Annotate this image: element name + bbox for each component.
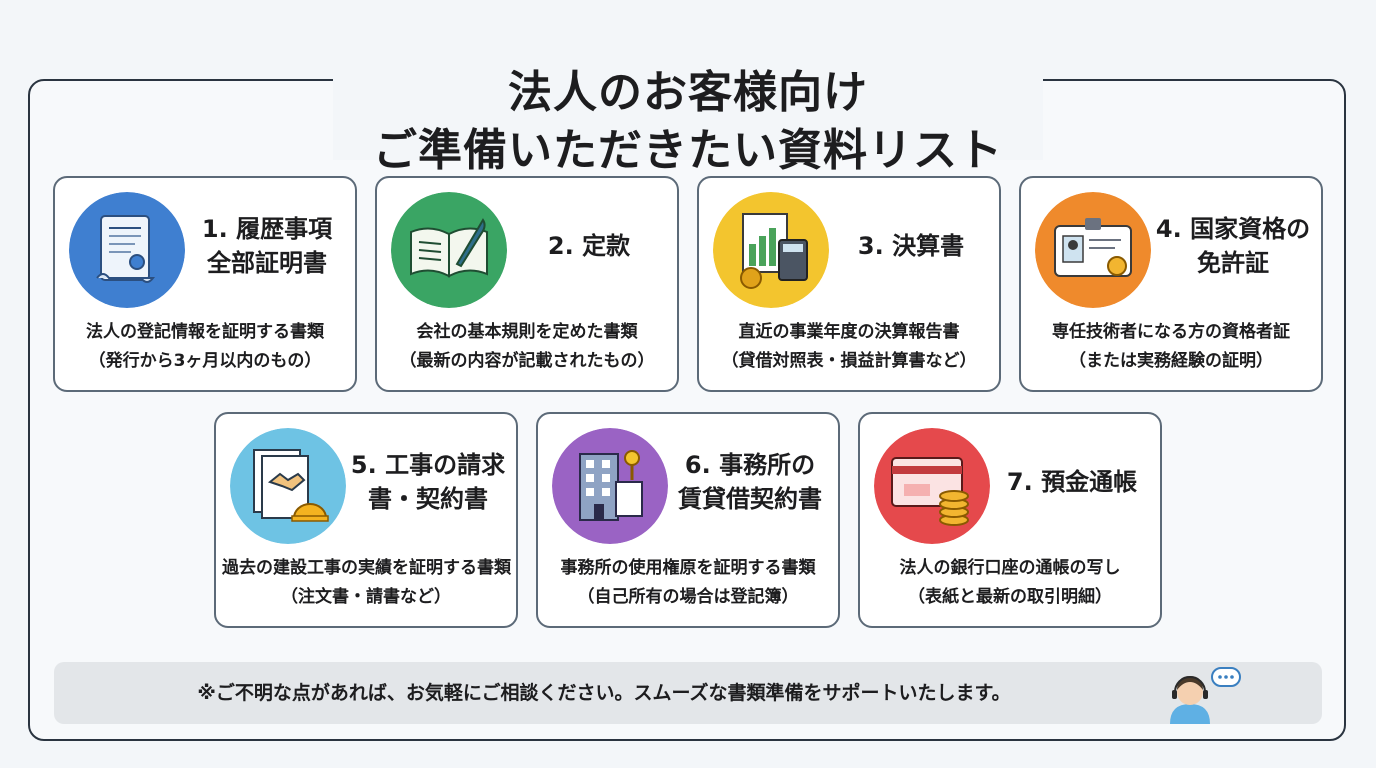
card-description: 法人の銀行口座の通帳の写し （表紙と最新の取引明細） [899,558,1121,607]
card-description: 法人の登記情報を証明する書類 （発行から3ヶ月以内のもの） [86,322,324,371]
license-id-card-icon [1035,192,1151,308]
card-description: 会社の基本規則を定めた書類 （最新の内容が記載されたもの） [399,322,655,371]
card-title: 5. 工事の請求 書・契約書 [350,451,506,513]
card-title: 1. 履歴事項 全部証明書 [201,215,333,277]
title-block: 法人のお客様向け ご準備いただきたい資料リスト [333,30,1043,176]
card-title: 3. 決算書 [857,232,965,260]
card-title: 7. 預金通帳 [1006,468,1138,496]
card-title: 6. 事務所の 賃貸借契約書 [678,451,822,513]
card-title: 4. 国家資格の 免許証 [1155,215,1311,277]
document-card-4: 4. 国家資格の 免許証 専任技術者になる方の資格者証 （または実務経験の証明） [1019,176,1323,392]
footer-note: ※ご不明な点があれば、お気軽にご相談ください。スムーズな書類準備をサポートいたし… [54,662,1322,724]
document-card-2: 2. 定款 会社の基本規則を定めた書類 （最新の内容が記載されたもの） [375,176,679,392]
office-building-key-icon [552,428,668,544]
card-title: 2. 定款 [547,232,631,260]
document-card-7: 7. 預金通帳 法人の銀行口座の通帳の写し （表紙と最新の取引明細） [858,412,1162,628]
document-card-3: 3. 決算書 直近の事業年度の決算報告書 （貸借対照表・損益計算書など） [697,176,1001,392]
certificate-scroll-icon [69,192,185,308]
document-card-5: 5. 工事の請求 書・契約書 過去の建設工事の実績を証明する書類 （注文書・請書… [214,412,518,628]
page-title-line-1: 法人のお客様向け [508,67,868,118]
card-description: 過去の建設工事の実績を証明する書類 （注文書・請書など） [222,558,511,607]
page-title-line-2: ご準備いただきたい資料リスト [373,125,1003,176]
bankbook-coins-icon [874,428,990,544]
card-description: 専任技術者になる方の資格者証 （または実務経験の証明） [1052,322,1290,371]
support-operator-icon [1150,664,1246,724]
footer-text: ※ご不明な点があれば、お気軽にご相談ください。スムーズな書類準備をサポートいたし… [197,682,1011,704]
contract-handshake-icon [230,428,346,544]
card-description: 事務所の使用権原を証明する書類 （自己所有の場合は登記簿） [560,558,816,607]
financial-report-calculator-icon [713,192,829,308]
document-card-6: 6. 事務所の 賃貸借契約書 事務所の使用権原を証明する書類 （自己所有の場合は… [536,412,840,628]
open-book-quill-icon [391,192,507,308]
card-description: 直近の事業年度の決算報告書 （貸借対照表・損益計算書など） [721,322,977,371]
document-card-1: 1. 履歴事項 全部証明書 法人の登記情報を証明する書類 （発行から3ヶ月以内の… [53,176,357,392]
